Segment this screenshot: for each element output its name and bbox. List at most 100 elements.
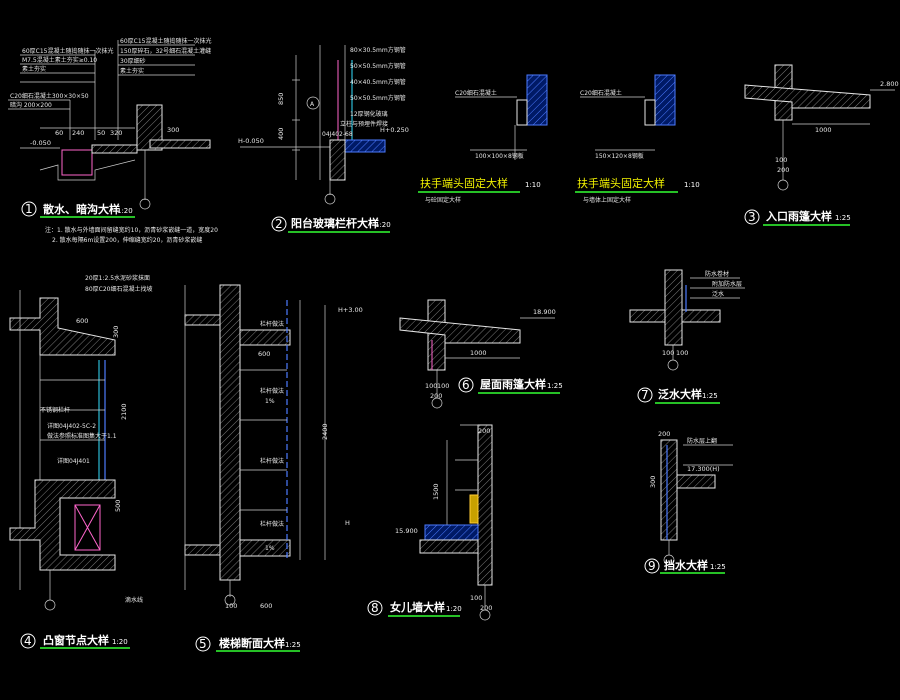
d9-number: 9 xyxy=(648,559,656,573)
d3-scale: 1:25 xyxy=(835,214,851,222)
svg-text:150×120×8钢板: 150×120×8钢板 xyxy=(595,152,644,160)
d7-dim-1: 100 xyxy=(676,349,688,357)
d7-scale: 1:25 xyxy=(702,392,718,400)
d5-dim-600: 600 xyxy=(258,350,270,358)
handrail-a-scale: 1:10 xyxy=(525,181,541,189)
d1-dim-3: 320 xyxy=(110,129,122,137)
d7-label-2: 泛水 xyxy=(712,290,724,298)
detail-8-parapet: 15.900 1500 200 100 200 8 女儿墙大样 1:20 xyxy=(367,424,493,621)
d5-label-0: 栏杆做法 xyxy=(260,320,284,328)
d2-label-2: 40×40.5mm方钢管 xyxy=(350,78,406,86)
d9-label-0: 防水层上翻 xyxy=(687,437,717,445)
d6-scale: 1:25 xyxy=(547,382,563,390)
d1-title: 散水、暗沟大样 xyxy=(43,202,120,216)
d1-rnote-1: 150厚碎石，32号细石混凝土灌缝 xyxy=(120,47,211,55)
detail-2-balcony-railing: 850 400 A H-0.050 H+0.250 80×30.5mm方钢管 5… xyxy=(238,45,409,233)
d1-dim-1: 240 xyxy=(72,129,84,137)
detail-6-roof-canopy: 18.900 1000 100 100 200 6 屋面雨篷大样 1:25 xyxy=(399,299,563,409)
d2-label-5: 立柱与预埋件焊接 xyxy=(340,120,388,128)
d2-dim-3: 400 xyxy=(277,128,285,140)
d1-dim-elev: -0.050 xyxy=(30,139,51,147)
d3-title: 入口雨篷大样 xyxy=(766,209,832,223)
d6-dim-200: 200 xyxy=(430,392,442,400)
d2-label-4: 12厚钢化玻璃 xyxy=(350,110,388,118)
d1-dim-0: 60 xyxy=(55,129,63,137)
d4-number: 4 xyxy=(24,634,32,648)
d3-number: 3 xyxy=(748,210,756,224)
d8-scale: 1:20 xyxy=(446,605,462,613)
d5-dim-2400: 2400 xyxy=(321,423,329,440)
d5-label-1: 栏杆做法 xyxy=(260,387,284,395)
d5-dim-600b: 600 xyxy=(260,602,272,610)
d2-dim-0: 850 xyxy=(277,93,285,105)
d8-elev: 15.900 xyxy=(395,527,418,535)
d5-elev-top: H+3.00 xyxy=(338,306,363,314)
d8-title: 女儿墙大样 xyxy=(390,600,445,614)
handrail-b-title: 扶手端头固定大样 xyxy=(577,176,665,190)
d1-note-0: 60厚C15混凝土随捣随抹一次抹光 xyxy=(22,47,113,55)
d4-dim-600: 600 xyxy=(76,317,88,325)
detail-5-stair-section: H+3.00 H 2400 600 栏杆做法 栏杆做法 栏杆做法 栏杆做法 1%… xyxy=(184,284,363,652)
d4-dim-300: 300 xyxy=(112,326,120,338)
d3-dim-100: 100 xyxy=(775,156,787,164)
d1-rnote-0: 60厚C15混凝土随捣随抹一次抹光 xyxy=(120,37,211,45)
svg-text:100×100×8钢板: 100×100×8钢板 xyxy=(475,152,524,160)
d4-scale: 1:20 xyxy=(112,638,128,646)
d1-note-3: C20细石混凝土300×30×50 xyxy=(10,92,89,100)
d9-dim-300: 300 xyxy=(649,476,657,488)
svg-text:C20细石混凝土: C20细石混凝土 xyxy=(455,89,497,97)
svg-text:A: A xyxy=(310,101,315,108)
handrail-detail-a: C20细石混凝土 100×100×8钢板 扶手端头固定大样 1:10 与砼固定大… xyxy=(418,74,548,204)
d8-dim-100: 100 xyxy=(470,594,482,602)
d6-dim-1000: 1000 xyxy=(470,349,487,357)
d4-title: 凸窗节点大样 xyxy=(43,633,109,647)
d1-dim-2: 50 xyxy=(97,129,105,137)
d4-mid-0: 不锈钢栏杆 xyxy=(40,406,70,414)
handrail-b-scale: 1:10 xyxy=(684,181,700,189)
d8-dim-top: 200 xyxy=(478,427,490,435)
svg-text:C20细石混凝土: C20细石混凝土 xyxy=(580,89,622,97)
d5-number: 5 xyxy=(199,637,207,651)
d9-dim-200: 200 xyxy=(658,430,670,438)
d2-scale: 1:20 xyxy=(375,221,391,229)
d4-dim-2100: 2100 xyxy=(120,403,128,420)
d4-mid-3: 详图04J401 xyxy=(57,457,90,465)
handrail-a-sub: 与砼固定大样 xyxy=(425,196,461,204)
handrail-a-title: 扶手端头固定大样 xyxy=(420,176,508,190)
d9-title: 挡水大样 xyxy=(664,558,708,572)
svg-text:滴水线: 滴水线 xyxy=(125,596,143,604)
d5-elev-h: H xyxy=(345,519,350,527)
d4-mid-1: 详图04J402-5C-2 xyxy=(47,422,96,430)
detail-3-entrance-canopy: 2.800 1000 100 200 3 入口雨篷大样 1:25 xyxy=(744,64,899,226)
d9-label-1: 17.300(H) xyxy=(687,465,720,473)
detail-7-flashing: 防水卷材 附加防水层 泛水 100 100 7 泛水大样 1:25 xyxy=(629,269,745,404)
d6-title: 屋面雨篷大样 xyxy=(480,377,546,391)
d6-number: 6 xyxy=(462,378,470,392)
d1-note-1: M7.5混凝土素土夯实≥0.10 xyxy=(22,56,97,64)
d5-dim-100: 100 xyxy=(225,602,237,610)
d1-scale: 1:20 xyxy=(117,207,133,215)
d2-label-6: 04J402-68 xyxy=(322,131,353,138)
d7-title: 泛水大样 xyxy=(658,387,702,401)
d8-number: 8 xyxy=(371,601,379,615)
d5-slope-0: 1% xyxy=(265,398,275,405)
d2-elev-top: H+0.250 xyxy=(380,126,409,134)
d3-elev: 2.800 xyxy=(880,80,899,88)
d5-title: 楼梯断面大样 xyxy=(219,636,285,650)
d6-dim-100a: 100 xyxy=(425,382,437,390)
d9-scale: 1:25 xyxy=(710,563,726,571)
d1-dim-4: 300 xyxy=(167,126,179,134)
d1-number: 1 xyxy=(25,202,33,216)
d6-elev: 18.900 xyxy=(533,308,556,316)
detail-4-bay-window: 20厚1:2.5水泥砂浆抹面 80厚C20细石混凝土找坡 600 300 210… xyxy=(9,274,152,649)
handrail-b-sub: 与墙体上固定大样 xyxy=(583,196,631,204)
d8-dim-1500: 1500 xyxy=(432,483,440,500)
d2-number: 2 xyxy=(275,217,283,231)
d7-label-1: 附加防水层 xyxy=(712,280,742,288)
detail-9-water-stop: 防水层上翻 17.300(H) 200 300 9 挡水大样 1:25 xyxy=(644,430,733,574)
d5-label-3: 栏杆做法 xyxy=(260,520,284,528)
d6-dim-100b: 100 xyxy=(437,382,449,390)
d7-label-0: 防水卷材 xyxy=(705,270,729,278)
d1-rnote-2: 30厚细砂 xyxy=(120,57,146,65)
